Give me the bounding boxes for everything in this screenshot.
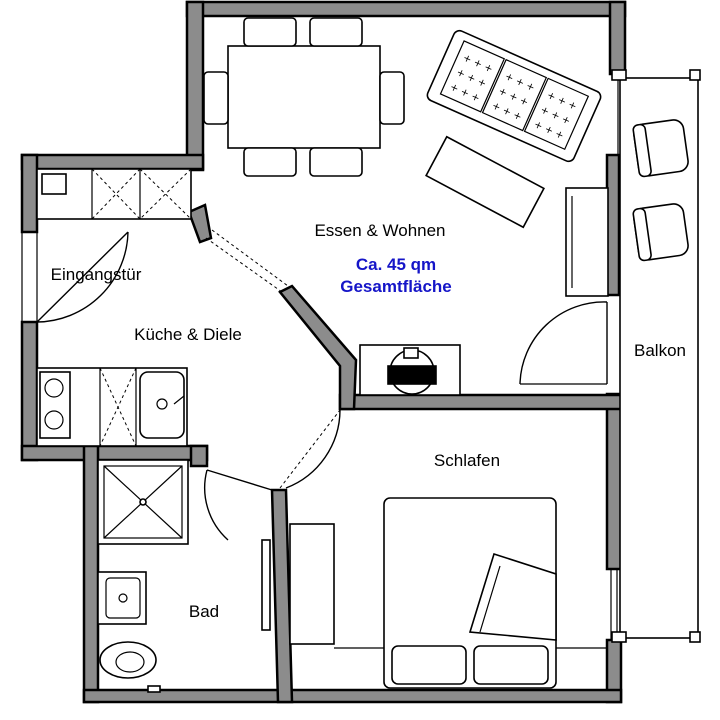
area-line-2: Gesamtfläche: [340, 277, 452, 296]
kitchen-lower-units: [36, 367, 188, 447]
entrance-door: [36, 231, 129, 323]
wardrobe: [261, 523, 335, 645]
label-bath: Bad: [189, 602, 219, 621]
label-living: Essen & Wohnen: [314, 221, 445, 240]
label-balcony: Balkon: [634, 341, 686, 360]
sofa: + + ++ + ++ + + + + ++ + ++ + + + + ++ +…: [426, 29, 602, 163]
tv-cabinet: [359, 344, 461, 396]
dining-set: [203, 17, 405, 177]
balcony: [611, 69, 701, 643]
bedroom-door: [285, 409, 341, 489]
balcony-chair-2: [632, 203, 689, 262]
label-entrance: Eingangstür: [51, 265, 142, 284]
sideboard: [565, 187, 609, 297]
bath-sink: [97, 571, 147, 625]
bath-door: [203, 469, 273, 541]
kitchen-upper-units: [36, 168, 192, 220]
label-kitchen: Küche & Diele: [134, 325, 242, 344]
shower: [97, 459, 189, 545]
area-line-1: Ca. 45 qm: [356, 255, 436, 274]
walls: [20, 0, 627, 704]
bed: [383, 497, 557, 689]
coffee-table: [425, 135, 545, 229]
balcony-chair-1: [632, 119, 689, 178]
balcony-door: [519, 301, 608, 385]
toilet: [99, 641, 161, 693]
label-bedroom: Schlafen: [434, 451, 500, 470]
